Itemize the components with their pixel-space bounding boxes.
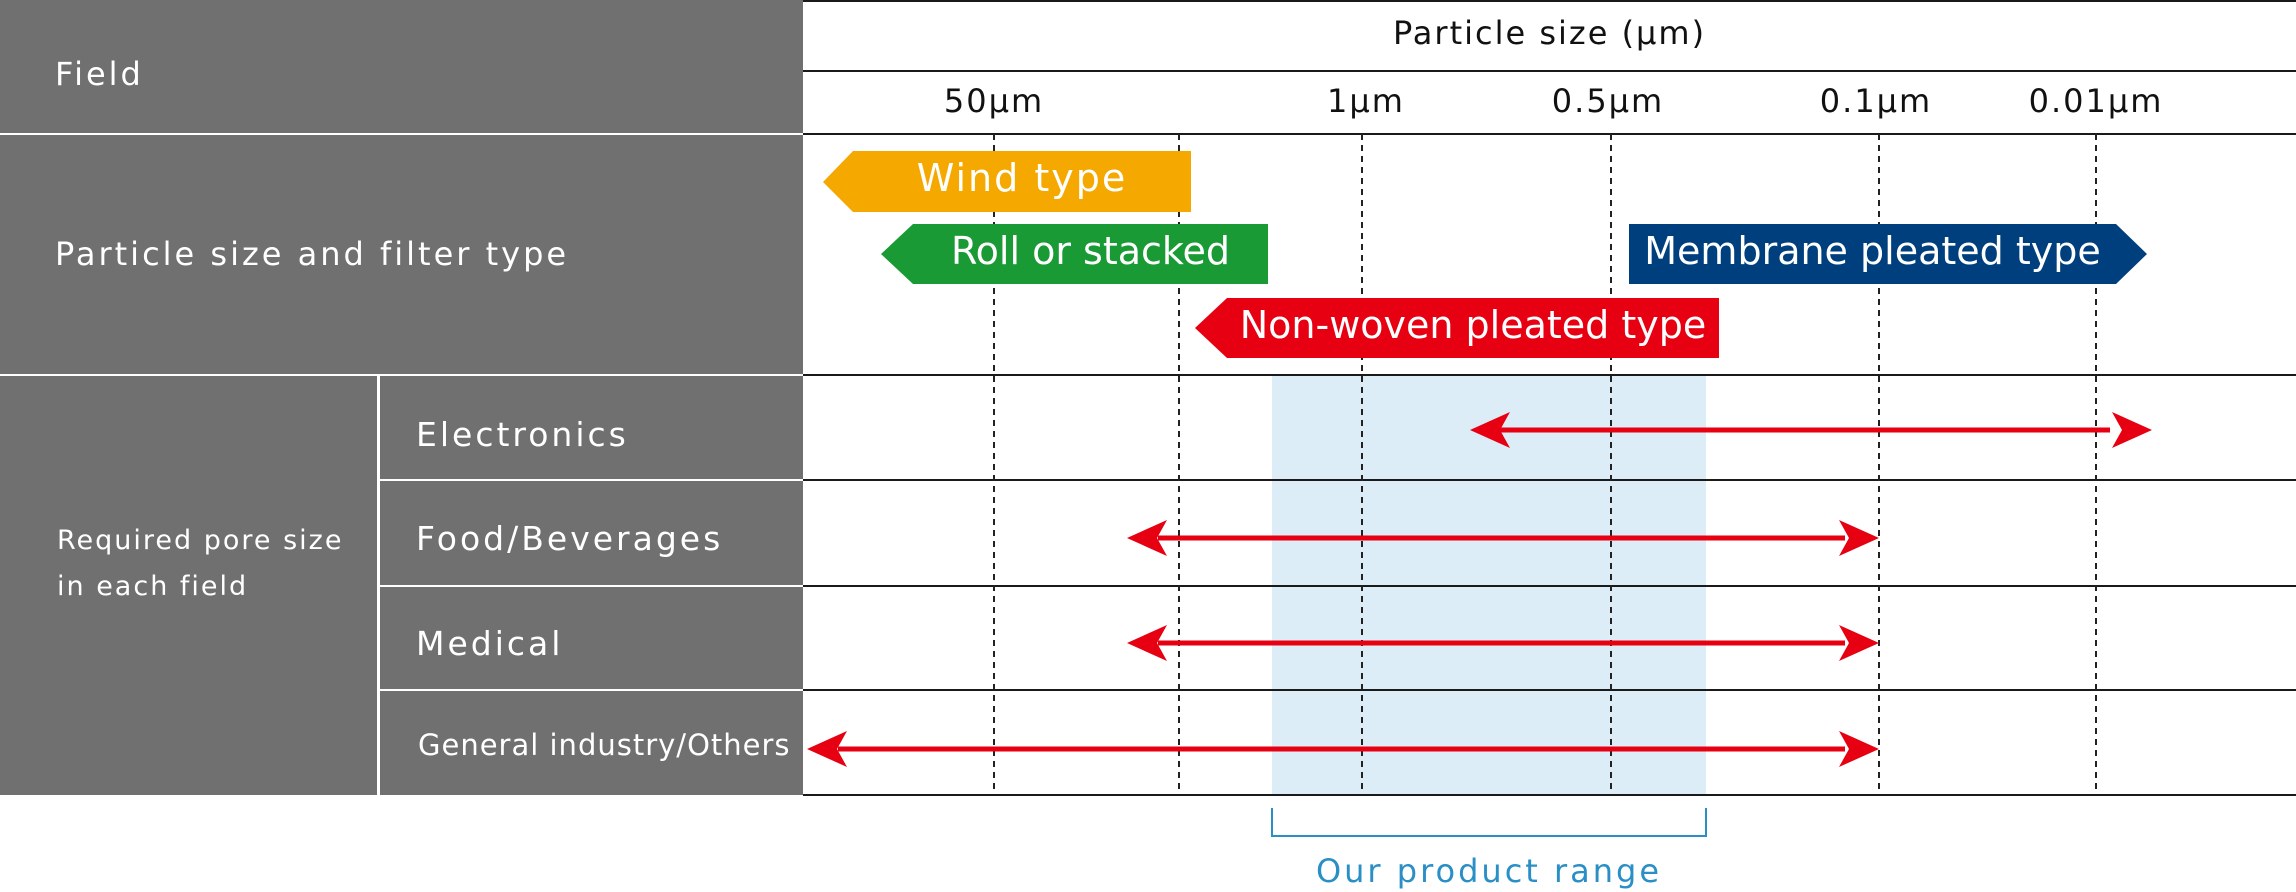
product-range-label: Our product range: [1315, 852, 1663, 890]
axis-title: Particle size (µm): [1392, 14, 1707, 52]
grid-bottom-border: [803, 794, 2296, 796]
pore-size-group-label: Required pore size in each field: [57, 518, 343, 610]
field-label-food-beverages: Food/Beverages: [416, 519, 724, 558]
non-woven-pleated-label: Non-woven pleated type: [1239, 303, 1707, 347]
tick-label-0.01um: 0.01μm: [2028, 82, 2164, 120]
left-divider-1: [0, 133, 803, 135]
grid-row-divider-3: [803, 585, 2296, 587]
field-label-general-industry: General industry/Others: [418, 728, 791, 762]
field-divider-3: [378, 689, 803, 691]
membrane-pleated-tag-shape: [1629, 224, 2147, 284]
medical-arrow: [1127, 625, 1879, 661]
filter-type-row-label: Particle size and filter type: [55, 235, 570, 273]
left-panel: [0, 0, 803, 795]
grid-row-divider-2: [803, 479, 2296, 481]
electronics-arrow: [1470, 412, 2152, 448]
field-label-medical: Medical: [416, 624, 564, 663]
tick-label-0.5um: 0.5μm: [1551, 82, 1665, 120]
tick-label-1um: 1μm: [1327, 82, 1405, 120]
roll-stacked-tag-shape: [881, 224, 1268, 284]
field-divider-1: [378, 479, 803, 481]
tick-label-0.1um: 0.1μm: [1819, 82, 1933, 120]
grid-title-divider: [803, 70, 2296, 72]
tick-label-50um: 50μm: [943, 82, 1045, 120]
membrane-pleated-label: Membrane pleated type: [1644, 229, 2101, 273]
wind-type-tag-shape: [823, 151, 1191, 212]
left-divider-2: [0, 374, 803, 376]
grid-tick-divider: [803, 133, 2296, 135]
pore-size-label-line2: in each field: [57, 571, 249, 602]
product-range-bracket: [1271, 808, 1707, 837]
grid-row-divider-1: [803, 374, 2296, 376]
grid-row-divider-4: [803, 689, 2296, 691]
general-industry-arrow: [807, 731, 1879, 767]
non-woven-pleated-tag-shape: [1195, 298, 1719, 358]
roll-stacked-label: Roll or stacked: [950, 229, 1231, 273]
food-beverages-arrow: [1127, 520, 1879, 556]
grid-top-border: [803, 0, 2296, 2]
field-header: Field: [55, 55, 144, 93]
field-divider-2: [378, 585, 803, 587]
pore-size-label-line1: Required pore size: [57, 525, 344, 556]
wind-type-label: Wind type: [916, 156, 1128, 200]
field-label-electronics: Electronics: [416, 415, 629, 454]
requirement-arrows: [807, 412, 2152, 767]
